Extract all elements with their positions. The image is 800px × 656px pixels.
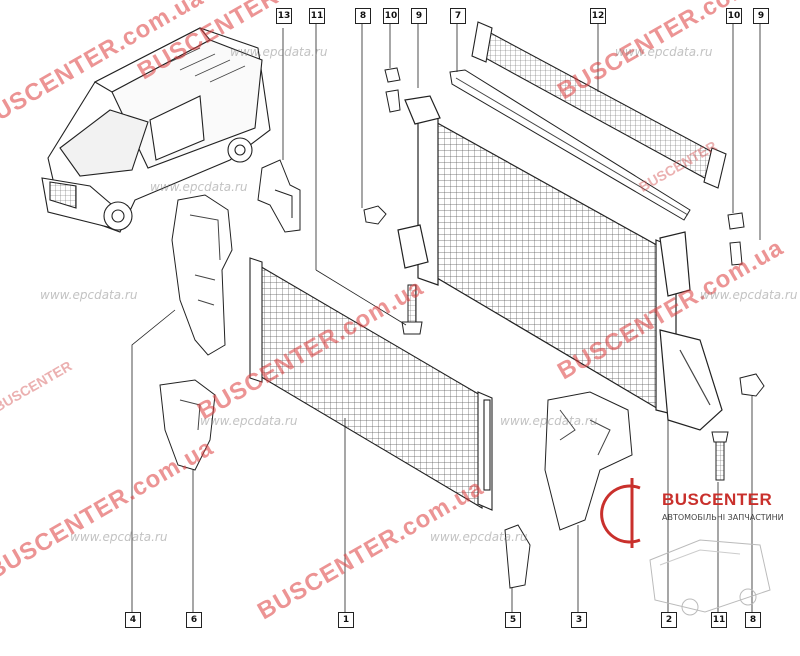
guide-part-5 [504, 524, 531, 612]
duct-part-3 [544, 391, 633, 612]
callout-8-top[interactable]: 8 [355, 8, 371, 24]
logo-brand-name: BUSCENTER [662, 490, 773, 509]
callout-11-top[interactable]: 11 [309, 8, 325, 24]
callout-9-top[interactable]: 9 [411, 8, 427, 24]
bracket-part-13 [257, 28, 301, 233]
logo-tagline: АВТОМОБІЛЬНІ ЗАПЧАСТИНИ [662, 513, 784, 522]
cooler-part-12 [471, 21, 727, 189]
callout-10-right[interactable]: 10 [726, 8, 742, 24]
van-illustration [41, 27, 271, 233]
strip-part-7 [449, 24, 691, 221]
callout-12[interactable]: 12 [590, 8, 606, 24]
callout-9-right[interactable]: 9 [753, 8, 769, 24]
callout-13[interactable]: 13 [276, 8, 292, 24]
callout-8-bottom[interactable]: 8 [745, 612, 761, 628]
radiator-part-2 [397, 95, 723, 612]
callout-10-top[interactable]: 10 [383, 8, 399, 24]
callout-7[interactable]: 7 [450, 8, 466, 24]
callout-11-bottom[interactable]: 11 [711, 612, 727, 628]
condenser-part-1 [249, 257, 493, 612]
callout-4[interactable]: 4 [125, 612, 141, 628]
deflector-part-4 [131, 194, 233, 612]
callout-2[interactable]: 2 [661, 612, 677, 628]
callout-3[interactable]: 3 [571, 612, 587, 628]
buscenter-logo-graphic [600, 478, 771, 616]
callout-1[interactable]: 1 [338, 612, 354, 628]
fasteners [315, 24, 765, 612]
guide-part-6 [159, 379, 216, 612]
callout-5[interactable]: 5 [505, 612, 521, 628]
callout-6[interactable]: 6 [186, 612, 202, 628]
